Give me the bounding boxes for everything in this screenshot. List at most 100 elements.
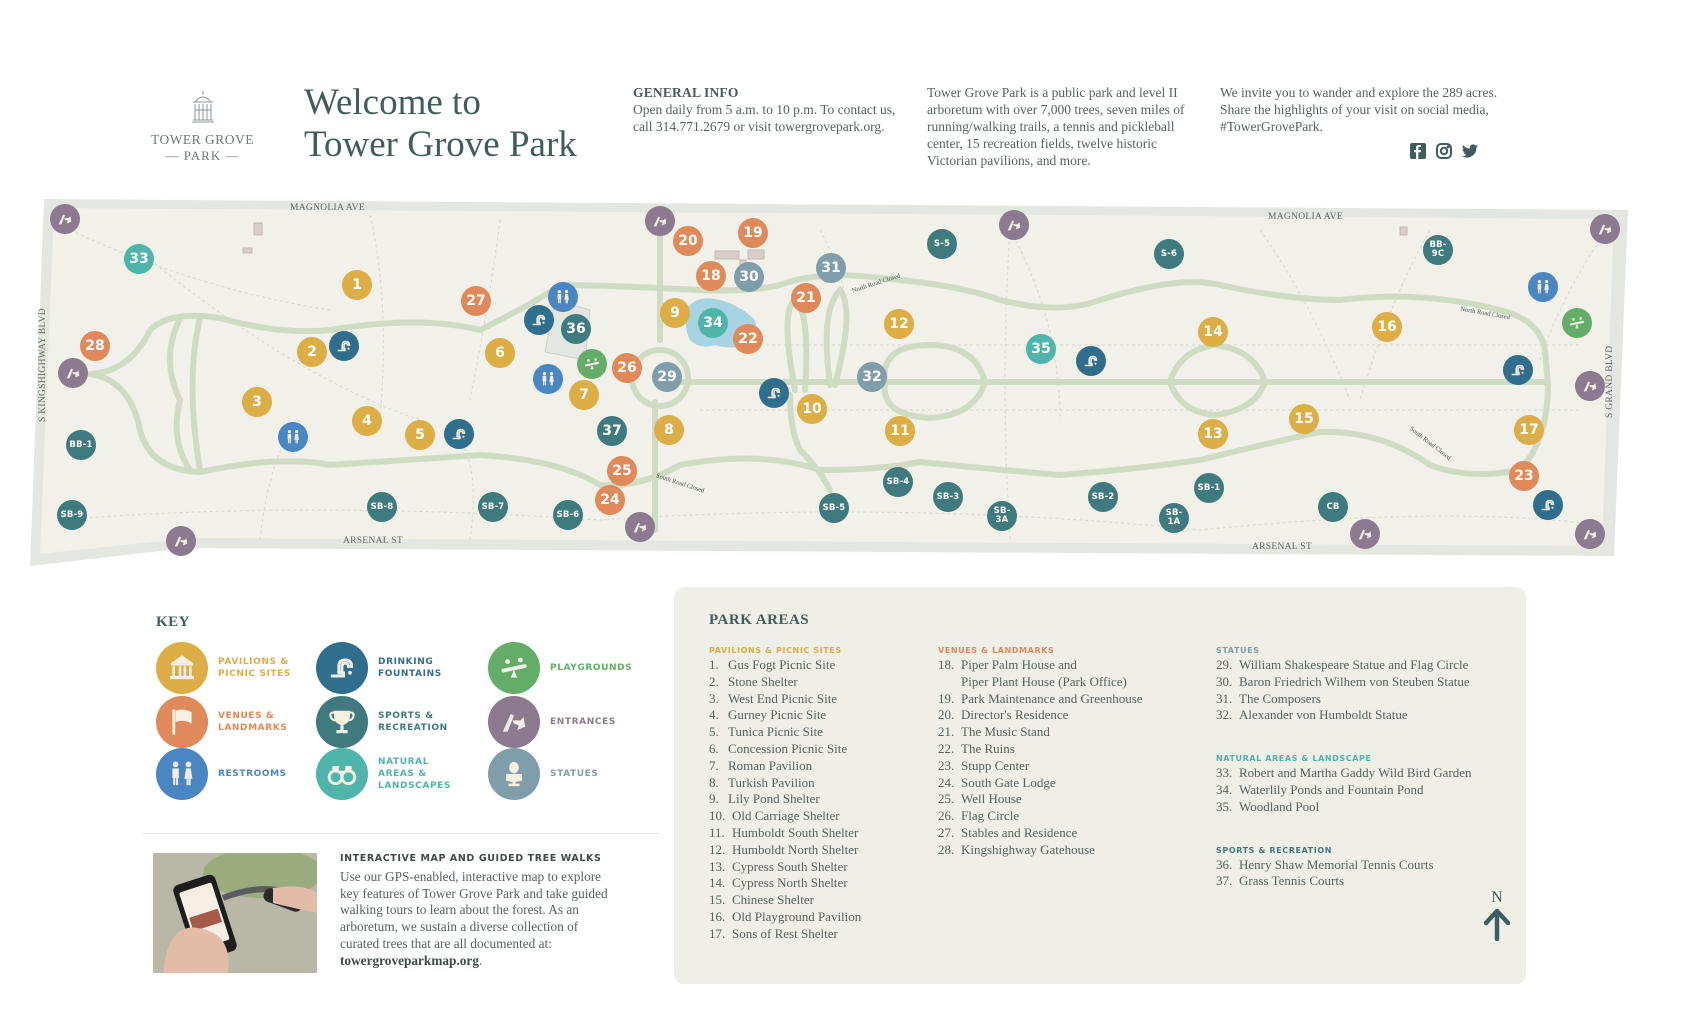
map-marker-6[interactable]: 6: [485, 338, 515, 368]
map-marker-29[interactable]: 29: [652, 362, 682, 392]
field-marker-sb-8[interactable]: SB-8: [367, 492, 397, 522]
entrance-map-icon[interactable]: [645, 206, 675, 236]
park-area-item: 30.Baron Friedrich Wilhem von Steuben St…: [1216, 674, 1471, 691]
restroom-map-icon[interactable]: [533, 364, 563, 394]
fountain-map-icon[interactable]: [444, 419, 474, 449]
park-area-name: Humboldt South Shelter: [732, 824, 859, 840]
playground-map-icon[interactable]: [1562, 308, 1592, 338]
north-label: N: [1491, 889, 1503, 906]
map-marker-11[interactable]: 11: [885, 416, 915, 446]
park-area-item: 13.Cypress South Shelter: [709, 859, 861, 876]
map-marker-25[interactable]: 25: [607, 456, 637, 486]
restroom-map-icon[interactable]: [1528, 272, 1558, 302]
map-marker-27[interactable]: 27: [461, 286, 491, 316]
entrance-map-icon[interactable]: [58, 358, 88, 388]
field-marker-sb-2[interactable]: SB-2: [1088, 482, 1118, 512]
field-marker-sb-4[interactable]: SB-4: [883, 467, 913, 497]
entrance-map-icon[interactable]: [166, 526, 196, 556]
map-marker-2[interactable]: 2: [297, 337, 327, 367]
gazebo-logo-icon: [191, 91, 214, 123]
field-marker-sb-1[interactable]: SB-1: [1194, 473, 1224, 503]
map-marker-10[interactable]: 10: [797, 394, 827, 424]
map-marker-7[interactable]: 7: [569, 380, 599, 410]
fountain-map-icon[interactable]: [1533, 490, 1563, 520]
map-marker-14[interactable]: 14: [1198, 317, 1228, 347]
map-marker-21[interactable]: 21: [791, 283, 821, 313]
field-marker-cb[interactable]: CB: [1318, 492, 1348, 522]
map-marker-4[interactable]: 4: [352, 406, 382, 436]
map-marker-34[interactable]: 34: [698, 308, 728, 338]
map-marker-24[interactable]: 24: [595, 485, 625, 515]
fountain-map-icon[interactable]: [524, 305, 554, 335]
fountain-map-icon[interactable]: [1076, 346, 1106, 376]
field-marker-s-6[interactable]: S-6: [1154, 239, 1184, 269]
map-marker-5[interactable]: 5: [405, 420, 435, 450]
map-marker-35[interactable]: 35: [1026, 334, 1056, 364]
key-item-label: PLAYGROUNDS: [550, 663, 633, 673]
map-marker-37[interactable]: 37: [597, 416, 627, 446]
park-area-name: Alexander von Humboldt Statue: [1239, 707, 1408, 723]
map-marker-36[interactable]: 36: [561, 314, 591, 344]
park-area-item: 20.Director's Residence: [938, 707, 1143, 724]
restroom-map-icon[interactable]: [278, 422, 308, 452]
map-marker-13[interactable]: 13: [1198, 419, 1228, 449]
map-marker-23[interactable]: 23: [1509, 461, 1539, 491]
map-marker-26[interactable]: 26: [612, 353, 642, 383]
field-marker-s-5[interactable]: S-5: [927, 229, 957, 259]
entrance-map-icon[interactable]: [999, 210, 1029, 240]
map-marker-20[interactable]: 20: [673, 226, 703, 256]
map-marker-30[interactable]: 30: [734, 262, 764, 292]
entrance-map-icon[interactable]: [1575, 519, 1605, 549]
map-marker-3[interactable]: 3: [242, 387, 272, 417]
map-marker-15[interactable]: 15: [1289, 404, 1319, 434]
marker-label: 5: [415, 427, 425, 443]
map-marker-19[interactable]: 19: [738, 218, 768, 248]
park-area-number: 12.: [709, 841, 726, 857]
field-marker-sb-1a[interactable]: SB- 1A: [1159, 503, 1189, 533]
playground-map-icon[interactable]: [577, 349, 607, 379]
fountain-icon: [316, 642, 368, 694]
field-marker-sb-5[interactable]: SB-5: [819, 493, 849, 523]
map-marker-33[interactable]: 33: [124, 244, 154, 274]
entrance-map-icon[interactable]: [625, 512, 655, 542]
map-marker-22[interactable]: 22: [733, 324, 763, 354]
park-area-number: 20.: [938, 707, 955, 723]
restroom-map-icon[interactable]: [548, 282, 578, 312]
fountain-map-icon[interactable]: [759, 378, 789, 408]
promo-link[interactable]: towergroveparkmap.org: [340, 952, 479, 968]
fountain-map-icon[interactable]: [1503, 355, 1533, 385]
field-marker-bb-9c[interactable]: BB- 9C: [1423, 235, 1453, 265]
map-marker-8[interactable]: 8: [654, 415, 684, 445]
map-marker-28[interactable]: 28: [80, 331, 110, 361]
key-item-statue: STATUES: [488, 748, 640, 800]
fountain-map-icon[interactable]: [329, 331, 359, 361]
park-areas-panel: PARK AREAS PAVILIONS & PICNIC SITES 1.Gu…: [674, 587, 1526, 984]
field-marker-sb-9[interactable]: SB-9: [57, 500, 87, 530]
park-area-name: Piper Palm House and: [961, 657, 1077, 672]
park-area-name: Henry Shaw Memorial Tennis Courts: [1239, 856, 1434, 872]
map-marker-9[interactable]: 9: [660, 298, 690, 328]
entrance-map-icon[interactable]: [50, 204, 80, 234]
map-marker-31[interactable]: 31: [816, 253, 846, 283]
instagram-icon[interactable]: [1435, 142, 1453, 160]
field-marker-sb-3[interactable]: SB-3: [933, 482, 963, 512]
map-marker-32[interactable]: 32: [857, 362, 887, 392]
entrance-map-icon[interactable]: [1590, 214, 1620, 244]
twitter-icon[interactable]: [1461, 142, 1479, 160]
entrance-arrows-icon: [1356, 525, 1374, 543]
park-area-item: 7.Roman Pavilion: [709, 758, 861, 775]
map-marker-17[interactable]: 17: [1514, 415, 1544, 445]
field-marker-bb-1[interactable]: BB-1: [66, 430, 96, 460]
map-marker-18[interactable]: 18: [696, 261, 726, 291]
entrance-map-icon[interactable]: [1575, 371, 1605, 401]
map-marker-12[interactable]: 12: [884, 309, 914, 339]
facebook-icon[interactable]: [1409, 142, 1427, 160]
map-marker-16[interactable]: 16: [1372, 312, 1402, 342]
entrance-map-icon[interactable]: [1350, 519, 1380, 549]
park-map[interactable]: MAGNOLIA AVE MAGNOLIA AVE ARSENAL ST ARS…: [0, 0, 1683, 580]
field-marker-sb-3a[interactable]: SB- 3A: [987, 501, 1017, 531]
map-marker-1[interactable]: 1: [342, 270, 372, 300]
field-marker-sb-7[interactable]: SB-7: [478, 492, 508, 522]
field-marker-sb-6[interactable]: SB-6: [553, 500, 583, 530]
marker-label: 8: [664, 422, 674, 438]
